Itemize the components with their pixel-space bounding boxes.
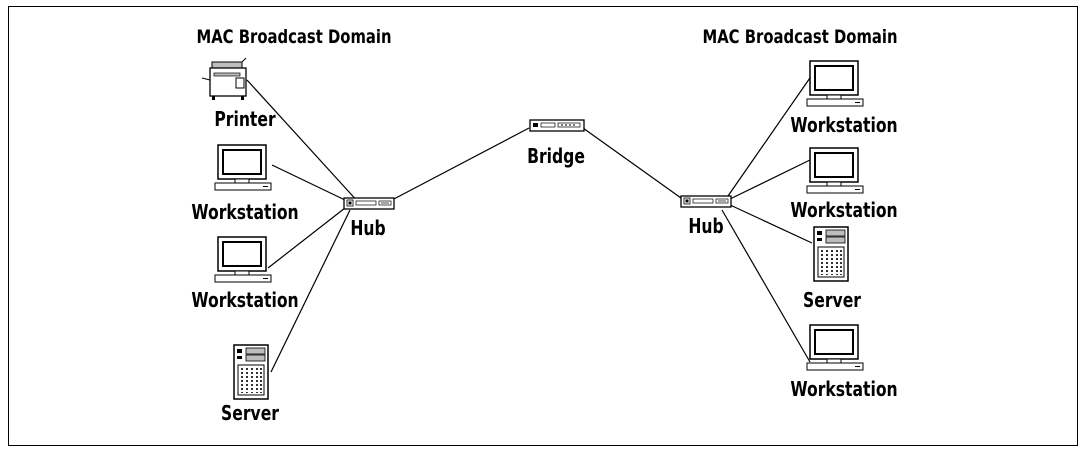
- link-bridge-hub-right: [582, 127, 682, 199]
- printer-icon: [200, 56, 250, 106]
- link-workstation2-hub-left: [267, 207, 346, 269]
- hub-icon: [680, 194, 732, 210]
- right-domain-title: MAC Broadcast Domain: [702, 26, 898, 48]
- workstation-icon: [805, 322, 865, 372]
- workstation-icon: [213, 142, 273, 192]
- server-icon: [810, 224, 852, 284]
- hub-label-right: Hub: [688, 214, 724, 238]
- diagram-frame: [8, 6, 1078, 446]
- workstation-label: Workstation: [790, 113, 898, 137]
- workstation-icon: [805, 58, 865, 108]
- bridge-icon: [529, 118, 585, 134]
- workstation-label: Workstation: [790, 377, 898, 401]
- link-printer-hub-left: [246, 79, 361, 205]
- link-hub-right-server: [727, 203, 813, 244]
- printer-label: Printer: [214, 107, 276, 131]
- workstation-label: Workstation: [790, 198, 898, 222]
- link-hub-right-workstation3: [721, 209, 811, 363]
- left-domain-title: MAC Broadcast Domain: [196, 26, 392, 48]
- workstation-icon: [805, 145, 865, 195]
- link-workstation1-hub-left: [271, 164, 346, 201]
- hub-icon: [343, 196, 395, 212]
- server-label: Server: [221, 401, 279, 425]
- link-server-hub-left: [270, 209, 351, 373]
- server-icon: [230, 342, 272, 402]
- link-hub-right-workstation2: [727, 159, 811, 201]
- workstation-icon: [213, 234, 273, 284]
- bridge-label: Bridge: [527, 144, 585, 168]
- server-label: Server: [803, 288, 861, 312]
- link-hub-left-bridge: [391, 127, 530, 201]
- link-hub-right-workstation1: [727, 74, 813, 197]
- workstation-label: Workstation: [191, 200, 299, 224]
- workstation-label: Workstation: [191, 288, 299, 312]
- hub-label-left: Hub: [350, 216, 386, 240]
